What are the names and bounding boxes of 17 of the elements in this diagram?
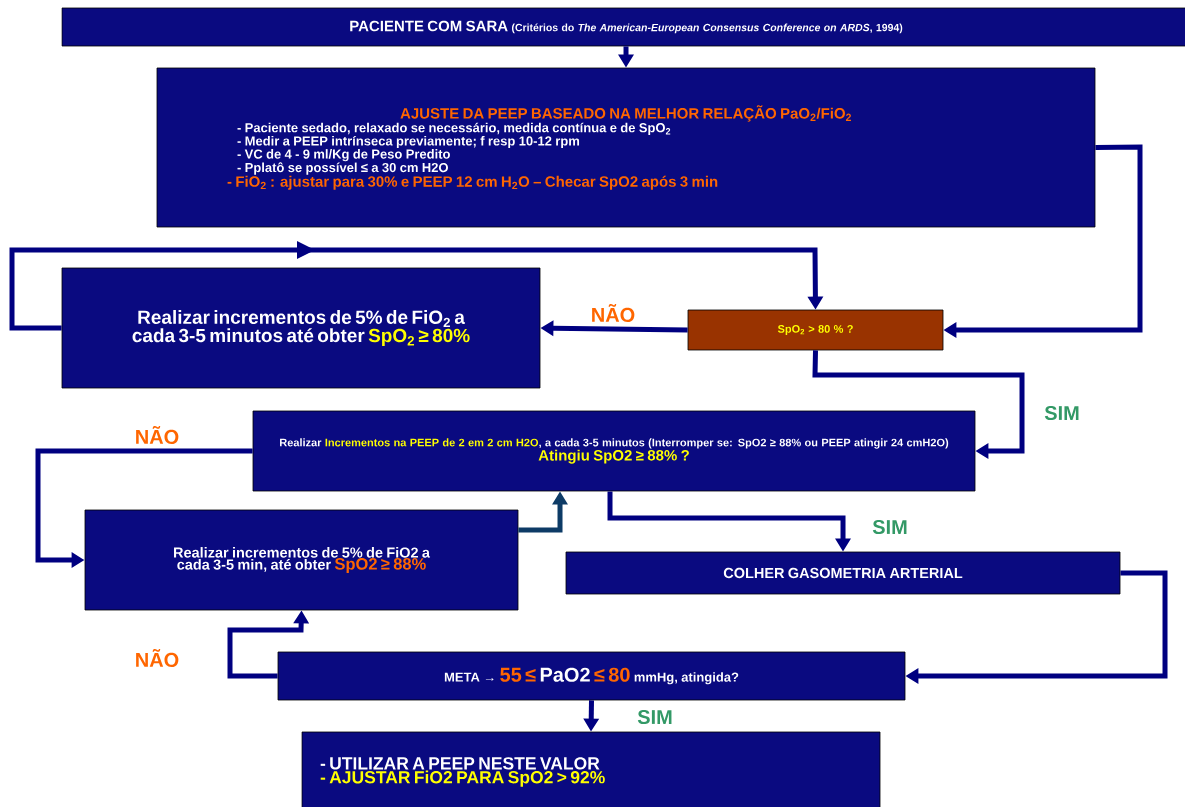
arrow: [812, 350, 1025, 459]
edge-label: SIM: [1044, 405, 1079, 421]
process-box: PACIENTE COM SARA (Critérios do The American-European Consensus Conference on ARDS, 1994): [61, 7, 1185, 47]
edge-label: SIM: [637, 709, 672, 725]
process-box: - UTILIZAR A PEEP NESTE VALOR - AJUSTAR FiO2 PARA SpO2 > 92%: [301, 731, 881, 807]
arrow: [9, 241, 824, 331]
edge-label: NÃO: [136, 426, 179, 444]
process-box: AJUSTE DA PEEP BASEADO NA MELHOR RELAÇÃO PaO$_{2}$/FiO$_{2}$ - Paciente sedado, relaxado se necessário, medida contínua e de SpO$_{2}$ - Medir a PEEP intrínseca previamente; f resp 10-12 rpm - VC de 4 - 9 ml/Kg de Peso Predito - Pplatô se possível ≤ a 30 cm H2O - FiO$_{2}$ : ajustar para 30% e PEEP 12 cm H$_{2}$O – Checar SpO2 após 3 min: [156, 67, 1096, 228]
process-box: Realizar incrementos de 5% de FiO2 a cada 3-5 min, até obter SpO2 ≥ 88%: [84, 509, 519, 611]
process-box: COLHER GASOMETRIA ARTERIAL: [565, 551, 1121, 595]
decision-box: Realizar Incrementos na PEEP de 2 em 2 cm H2O, a cada 3-5 minutos (Interromper se: SpO2 ≥ 88% ou PEEP atingir 24 cmH2O) Atingiu SpO2 ≥ 88% ?: [252, 410, 976, 492]
edge-label: NÃO: [592, 304, 635, 322]
edge-label: NÃO: [136, 649, 179, 667]
decision-box: META → 55 ≤ PaO2 ≤ 80 mmHg, atingida?: [277, 651, 906, 701]
decision-box: SpO$_{2}$ > 80 % ?: [687, 309, 944, 351]
process-box: Realizar incrementos de 5% de FiO$_{2}$ a cada 3-5 minutos até obter SpO$_{2}$ ≥ 80%: [61, 267, 541, 389]
edge-label: SIM: [872, 519, 907, 535]
